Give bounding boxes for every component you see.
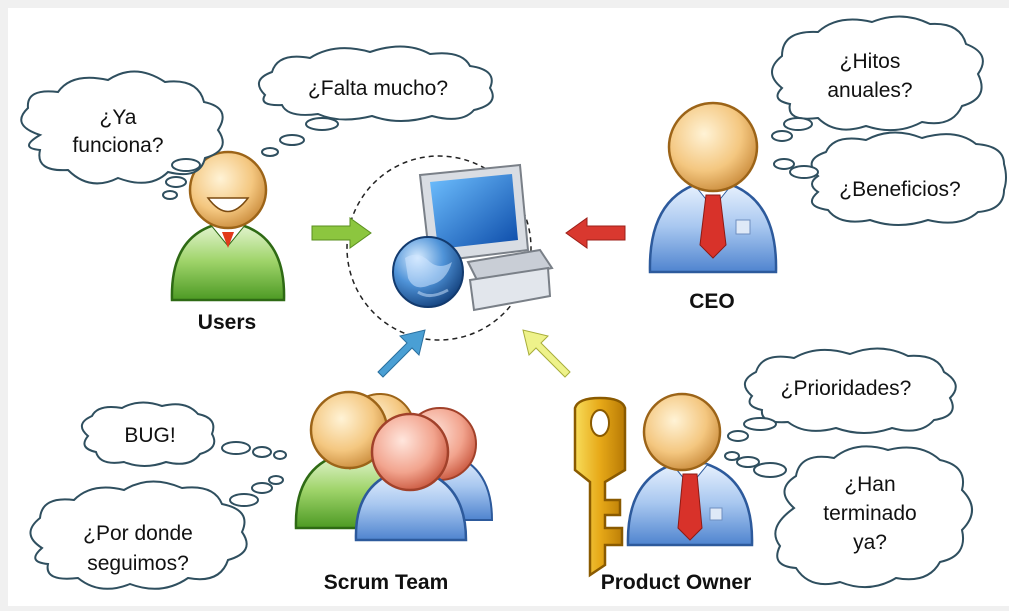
- key-businessman-icon: [573, 392, 754, 578]
- scrum-team-label: Scrum Team: [324, 571, 449, 594]
- thought-bubble-scrum-por-donde: ¿Por donde seguimos?: [29, 475, 284, 590]
- product-owner-label: Product Owner: [601, 571, 752, 594]
- arrow-ceo-to-system: [565, 217, 626, 249]
- ceo-label: CEO: [689, 290, 735, 313]
- bubble-scrum-1-line-1: BUG!: [124, 424, 175, 447]
- bubble-ceo-1-line-1: ¿Hitos: [840, 50, 901, 73]
- bubble-users-1-line-1: ¿Ya: [100, 106, 137, 129]
- system-boundary-circle: [346, 155, 532, 341]
- ceo-actor: CEO: [648, 101, 778, 313]
- product-owner-actor: Product Owner: [573, 392, 754, 594]
- computer-globe-icon: [392, 163, 554, 312]
- smiling-user-icon: [170, 150, 286, 302]
- center-system: [346, 155, 554, 341]
- bubble-scrum-2-line-1: ¿Por donde: [83, 522, 193, 545]
- bubble-po-2-line-1: ¿Han: [844, 473, 895, 496]
- thought-bubble-ceo-hitos: ¿Hitos anuales?: [771, 15, 984, 142]
- scrum-team-actor: Scrum Team: [294, 390, 494, 594]
- bubble-users-1-line-2: funciona?: [72, 134, 163, 157]
- bubble-ceo-1-line-2: anuales?: [827, 79, 912, 102]
- bubble-po-2-line-2: terminado: [823, 502, 916, 525]
- users-actor: Users: [170, 150, 286, 334]
- bubble-po-2-line-3: ya?: [853, 531, 887, 554]
- thought-bubble-users-falta-mucho: ¿Falta mucho?: [257, 45, 494, 157]
- thought-bubble-scrum-bug: BUG!: [81, 401, 287, 467]
- businessman-icon: [648, 101, 778, 274]
- thought-bubble-po-han-terminado: ¿Han terminado ya?: [724, 445, 973, 589]
- users-label: Users: [198, 311, 256, 334]
- thought-bubble-po-prioridades: ¿Prioridades?: [727, 347, 957, 442]
- bubble-users-2-line-1: ¿Falta mucho?: [308, 77, 448, 100]
- bubble-po-1-line-1: ¿Prioridades?: [781, 377, 912, 400]
- group-icon: [294, 390, 494, 542]
- thought-bubble-users-ya-funciona: ¿Ya funciona?: [20, 70, 224, 200]
- bubble-ceo-2-line-1: ¿Beneficios?: [839, 178, 960, 201]
- arrow-scrum-to-system: [377, 329, 426, 378]
- bubble-scrum-2-line-2: seguimos?: [87, 552, 189, 575]
- arrow-po-to-system: [522, 329, 571, 378]
- arrow-users-to-system: [311, 217, 372, 249]
- thought-bubble-ceo-beneficios: ¿Beneficios?: [773, 131, 1007, 226]
